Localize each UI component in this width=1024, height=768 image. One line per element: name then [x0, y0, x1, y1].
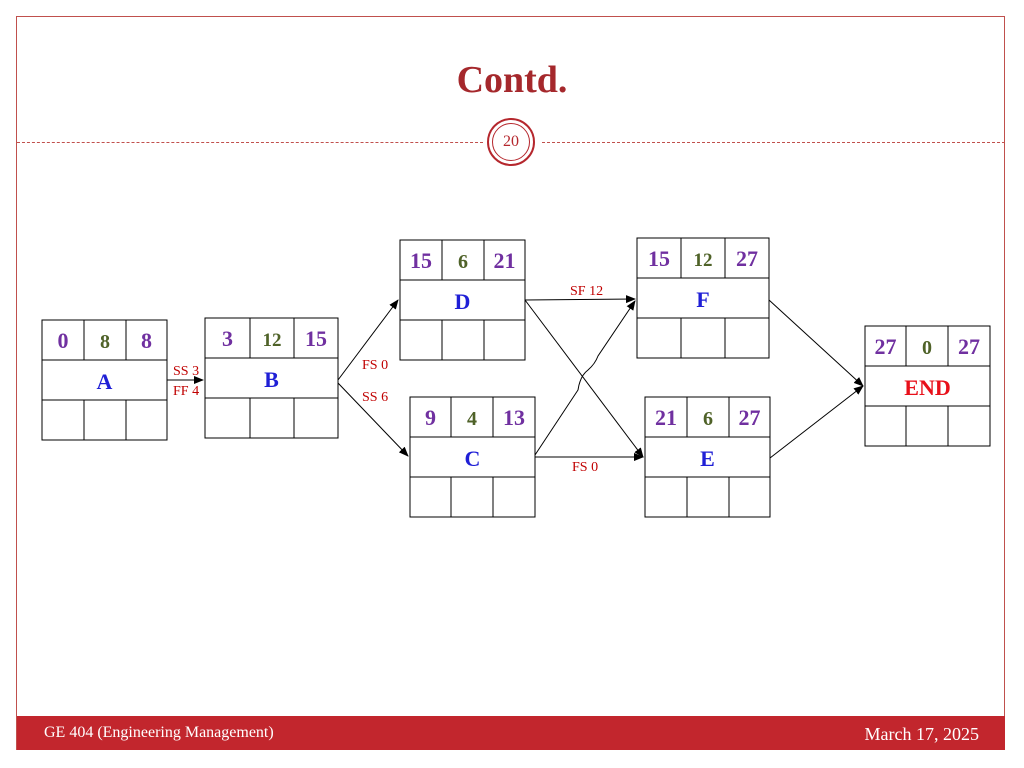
activity-node-f: 15 12 27F — [636, 237, 770, 359]
link-c-to-f — [534, 300, 636, 456]
node-dur-value: 6 — [458, 251, 468, 273]
activity-node-e: 21 6 27E — [644, 396, 771, 518]
link-label: FS 0 — [362, 358, 388, 373]
node-box — [409, 396, 536, 518]
node-es-value: 0 — [58, 328, 69, 353]
node-es-value: 27 — [875, 334, 897, 359]
link-d-to-e — [524, 299, 644, 458]
link-label: SF 12 — [570, 284, 603, 299]
footer-date: March 17, 2025 — [864, 724, 979, 744]
slide-title: Contd. — [456, 59, 568, 101]
node-dur-value: 12 — [694, 250, 713, 271]
node-box — [644, 396, 771, 518]
link-label: FS 0 — [572, 460, 598, 475]
link-label: SS 6 — [362, 390, 388, 405]
activity-node-a: 0 8 8A — [41, 319, 168, 441]
link-label: FF 4 — [173, 384, 199, 399]
link-e-to-end — [769, 385, 864, 459]
node-activity-name: END — [904, 375, 950, 400]
node-dur-value: 6 — [703, 408, 713, 430]
link-label: SS 3 — [173, 364, 199, 379]
node-box — [204, 317, 339, 439]
node-ef-value: 27 — [739, 405, 761, 430]
link-b-to-d — [337, 299, 399, 381]
node-activity-name: C — [465, 446, 481, 471]
node-dur-value: 4 — [467, 408, 477, 430]
node-es-value: 21 — [655, 405, 677, 430]
node-ef-value: 21 — [494, 248, 516, 273]
header-rule-left — [17, 142, 483, 143]
node-activity-name: F — [696, 287, 709, 312]
node-activity-name: D — [455, 289, 471, 314]
link-f-to-end — [768, 299, 864, 387]
node-activity-name: E — [700, 446, 715, 471]
node-dur-value: 8 — [100, 331, 110, 353]
node-ef-value: 8 — [141, 328, 152, 353]
link-b-to-c — [337, 382, 409, 457]
page-number-badge: 20 — [487, 118, 535, 166]
header-rule-right — [542, 142, 1005, 143]
activity-node-b: 3 12 15B — [204, 317, 339, 439]
link-labels-layer: SS 3 FF 4 FS 0 SS 6 SF 12 FS 0 — [173, 284, 603, 475]
node-ef-value: 27 — [958, 334, 980, 359]
node-activity-name: A — [97, 369, 113, 394]
node-es-value: 3 — [222, 326, 233, 351]
node-ef-value: 15 — [305, 326, 327, 351]
node-es-value: 9 — [425, 405, 436, 430]
node-ef-value: 27 — [736, 246, 758, 271]
activity-node-d: 15 6 21D — [399, 239, 526, 361]
node-activity-name: B — [264, 367, 279, 392]
node-dur-value: 0 — [922, 337, 932, 359]
node-dur-value: 12 — [263, 330, 282, 351]
node-box — [636, 237, 770, 359]
links-layer — [167, 295, 864, 461]
node-box — [41, 319, 168, 441]
node-es-value: 15 — [410, 248, 432, 273]
node-ef-value: 13 — [503, 405, 525, 430]
node-box — [399, 239, 526, 361]
link-d-to-f — [524, 295, 636, 304]
node-es-value: 15 — [648, 246, 670, 271]
node-box — [864, 325, 991, 447]
footer-bar: GE 404 (Engineering Management) March 17… — [17, 716, 1005, 750]
activity-node-c: 9 4 13C — [409, 396, 536, 518]
footer-course: GE 404 (Engineering Management) — [44, 724, 274, 741]
page-number: 20 — [492, 123, 530, 161]
